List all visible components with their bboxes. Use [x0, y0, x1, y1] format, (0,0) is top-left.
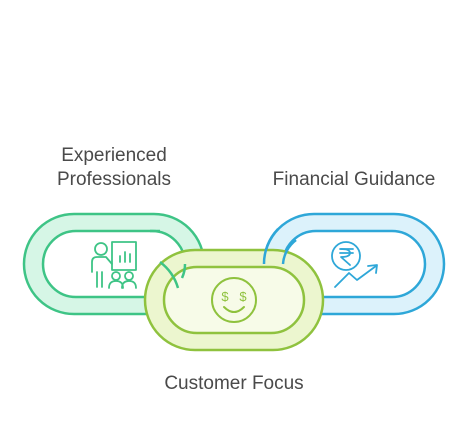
label-financial-line-1: Financial Guidance [272, 169, 436, 190]
label-financial-guidance: Financial Guidance [254, 168, 454, 192]
svg-text:$: $ [239, 289, 247, 304]
label-experienced-line-1: Experienced [61, 145, 167, 166]
money-eyes-smiley-icon: $ $ [211, 277, 257, 323]
label-experienced-professionals: Experienced Professionals [24, 144, 204, 192]
rupee-growth-icon [331, 241, 378, 288]
label-customer-line-1: Customer Focus [164, 373, 304, 394]
overlap-experienced-over-customer [150, 229, 187, 289]
presenter-audience-icon [91, 241, 137, 289]
svg-text:$: $ [221, 289, 229, 304]
link-customer-inner [162, 265, 306, 335]
link-customer [143, 248, 325, 352]
overlap-financial-over-customer [262, 228, 297, 265]
label-experienced-line-2: Professionals [56, 169, 172, 190]
label-customer-focus: Customer Focus [134, 372, 334, 396]
